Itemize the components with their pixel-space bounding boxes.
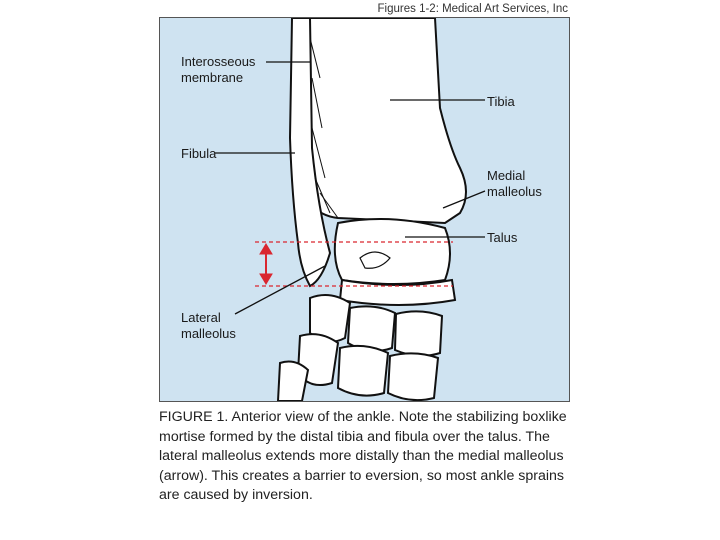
talus-bone: [333, 218, 451, 285]
label-leader-lines: [215, 61, 486, 315]
figure-caption: FIGURE 1. Anterior view of the ankle. No…: [159, 409, 567, 503]
ankle-anatomy-drawing: [215, 18, 486, 401]
figure-credit: Figures 1-2: Medical Art Services, Inc: [377, 3, 568, 15]
label-medial-malleolus: Medial malleolus: [487, 168, 542, 199]
fibula-bone: [288, 18, 332, 288]
label-lateral-malleolus: Lateral malleolus: [181, 310, 236, 341]
tibia-bone: [298, 18, 467, 225]
interosseous-membrane-hatching: [309, 37, 339, 219]
foot-bones: [276, 293, 444, 401]
label-fibula: Fibula: [181, 146, 217, 161]
label-tibia: Tibia: [487, 94, 515, 109]
label-interosseous-membrane: Interosseous membrane: [181, 54, 256, 85]
label-talus: Talus: [487, 230, 518, 245]
ankle-illustration-panel: Interosseous membrane Tibia Fibula Media…: [159, 17, 570, 402]
distal-difference-arrow: [259, 243, 273, 285]
